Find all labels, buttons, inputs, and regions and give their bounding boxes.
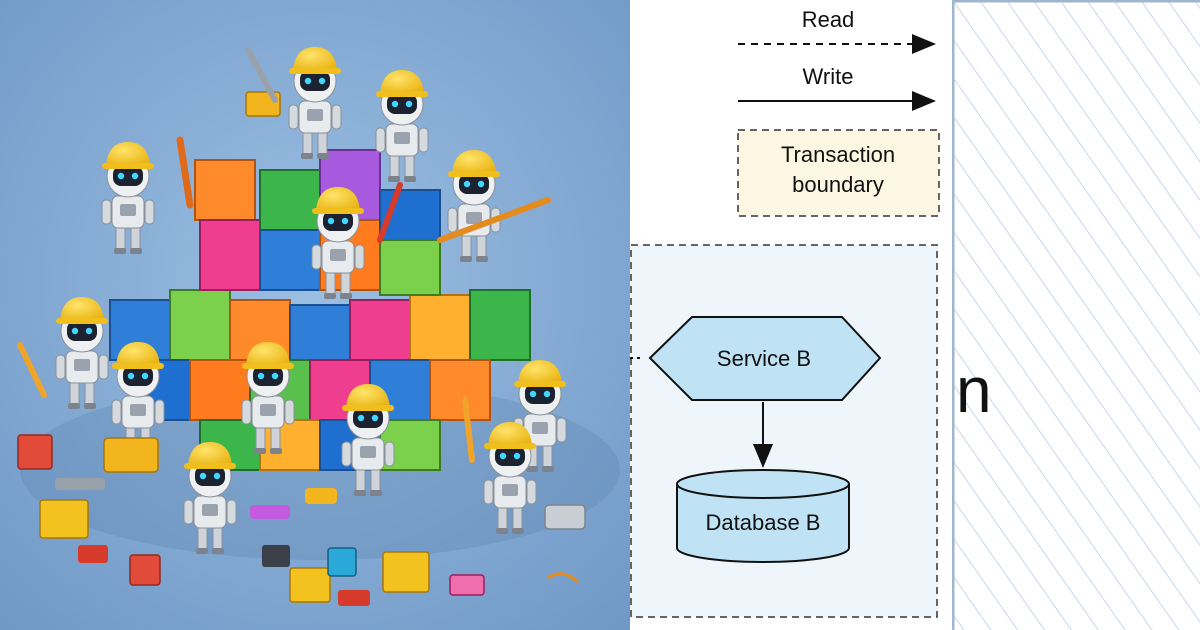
legend-transaction-label-line2: boundary — [792, 172, 884, 197]
cropped-text-fragment: n — [956, 354, 992, 426]
legend-transaction-label-line1: Transaction — [781, 142, 895, 167]
database-b-node — [676, 484, 850, 563]
service-b-node — [648, 316, 882, 401]
database-b-label: Database B — [706, 510, 821, 535]
legend-read-label: Read — [802, 7, 855, 32]
robot-construction-illustration — [0, 0, 630, 630]
database-b-top — [676, 469, 850, 499]
transaction-boundary-legend-box — [737, 129, 940, 217]
service-b-label: Service B — [717, 346, 811, 371]
legend-write-label: Write — [803, 64, 854, 89]
architecture-diagram: Read Write Transaction boundary Service … — [630, 0, 952, 630]
hatched-panel: n — [952, 0, 1200, 630]
wrench-hammer-icon — [17, 47, 586, 606]
